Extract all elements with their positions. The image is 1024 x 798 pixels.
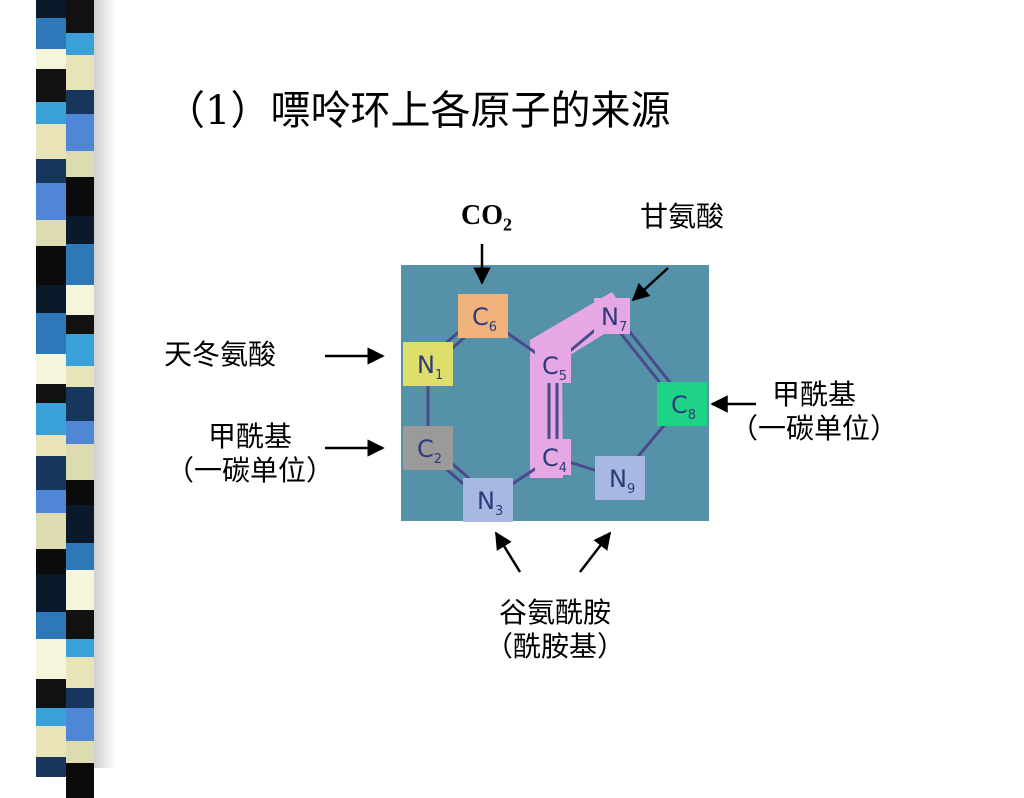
label-glutamine-line1: 谷氨酰胺 [498, 596, 611, 629]
atom-label-c5: C5 [542, 352, 567, 384]
atom-box-c8 [657, 382, 707, 426]
atom-n3: N3 [463, 478, 513, 522]
atom-box-n9 [595, 456, 645, 500]
label-glutamine: 谷氨酰胺 （酰胺基） [470, 596, 640, 664]
label-formyl-left-line2: （一碳单位） [165, 454, 334, 487]
label-formyl-left-line1: 甲酰基 [207, 420, 292, 453]
atom-label-n3: N3 [477, 487, 503, 519]
source-arrows [325, 244, 756, 573]
label-glycine: 甘氨酸 [640, 200, 725, 233]
label-aspartate: 天冬氨酸 [164, 338, 277, 371]
atom-c6: C6 [458, 294, 508, 338]
atom-c2: C2 [403, 426, 453, 470]
atom-label-n9: N9 [609, 465, 635, 497]
arrow-glycine [631, 267, 669, 302]
atom-n7: N7 [594, 298, 630, 335]
atom-label-c4: C4 [542, 444, 567, 476]
label-formyl-left: 甲酰基 （一碳单位） [150, 420, 350, 488]
atom-c4: C4 [535, 439, 571, 476]
atom-n1: N1 [403, 342, 453, 386]
label-glutamine-line2: （酰胺基） [484, 630, 625, 663]
atom-c8: C8 [657, 382, 707, 426]
atom-label-n1: N1 [417, 351, 443, 383]
atom-box-n1 [403, 342, 453, 386]
atom-box-c4 [535, 439, 571, 475]
label-formyl-right-line1: 甲酰基 [771, 378, 856, 411]
atom-label-c2: C2 [417, 435, 442, 467]
label-co2: CO2 [461, 200, 512, 235]
atom-box-n7 [594, 298, 630, 334]
glycine-highlight-band [530, 292, 630, 478]
arrow-glutamine-right [579, 531, 612, 573]
decorative-stripe-bar [0, 0, 116, 798]
atom-box-n3 [463, 478, 513, 522]
atom-label-n7: N7 [601, 303, 627, 335]
atom-n9: N9 [595, 456, 645, 500]
atom-label-c6: C6 [472, 303, 497, 335]
atom-box-c2 [403, 426, 453, 470]
atom-c5: C5 [535, 347, 571, 384]
atom-box-c6 [458, 294, 508, 338]
atom-box-c5 [535, 347, 571, 383]
label-formyl-right: 甲酰基 （一碳单位） [714, 378, 914, 446]
atom-label-c8: C8 [671, 391, 696, 423]
arrow-glutamine-left [494, 531, 522, 573]
label-formyl-right-line2: （一碳单位） [729, 412, 898, 445]
slide-title: （1）嘌呤环上各原子的来源 [165, 88, 671, 134]
